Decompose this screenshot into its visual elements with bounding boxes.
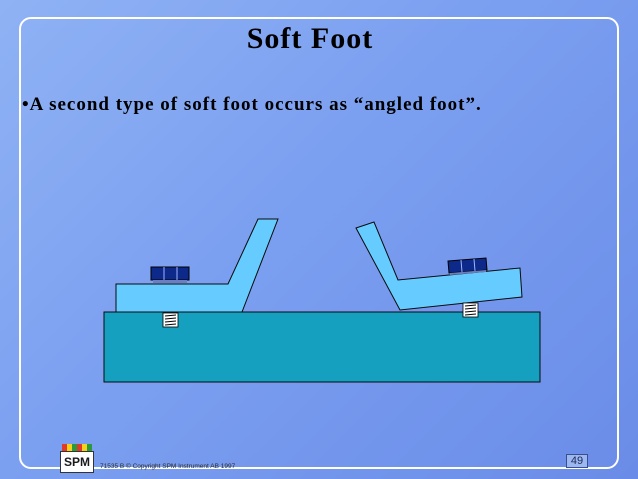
left-shim-stack	[150, 266, 190, 283]
spm-logo: SPM	[60, 451, 94, 473]
spm-logo-stripe	[62, 444, 92, 451]
right-bolt	[462, 302, 479, 318]
right-angled-foot	[355, 221, 523, 311]
page-number: 49	[566, 454, 588, 468]
left-machine-foot	[115, 218, 279, 313]
left-bolt	[162, 312, 179, 328]
slide-title: Soft Foot	[246, 22, 374, 55]
right-shim-stack	[447, 257, 488, 275]
bullet-text: •A second type of soft foot occurs as “a…	[22, 94, 482, 115]
slide-frame	[19, 17, 619, 469]
copyright-notice: 71535 B © Copyright SPM Instrument AB 19…	[100, 463, 236, 470]
